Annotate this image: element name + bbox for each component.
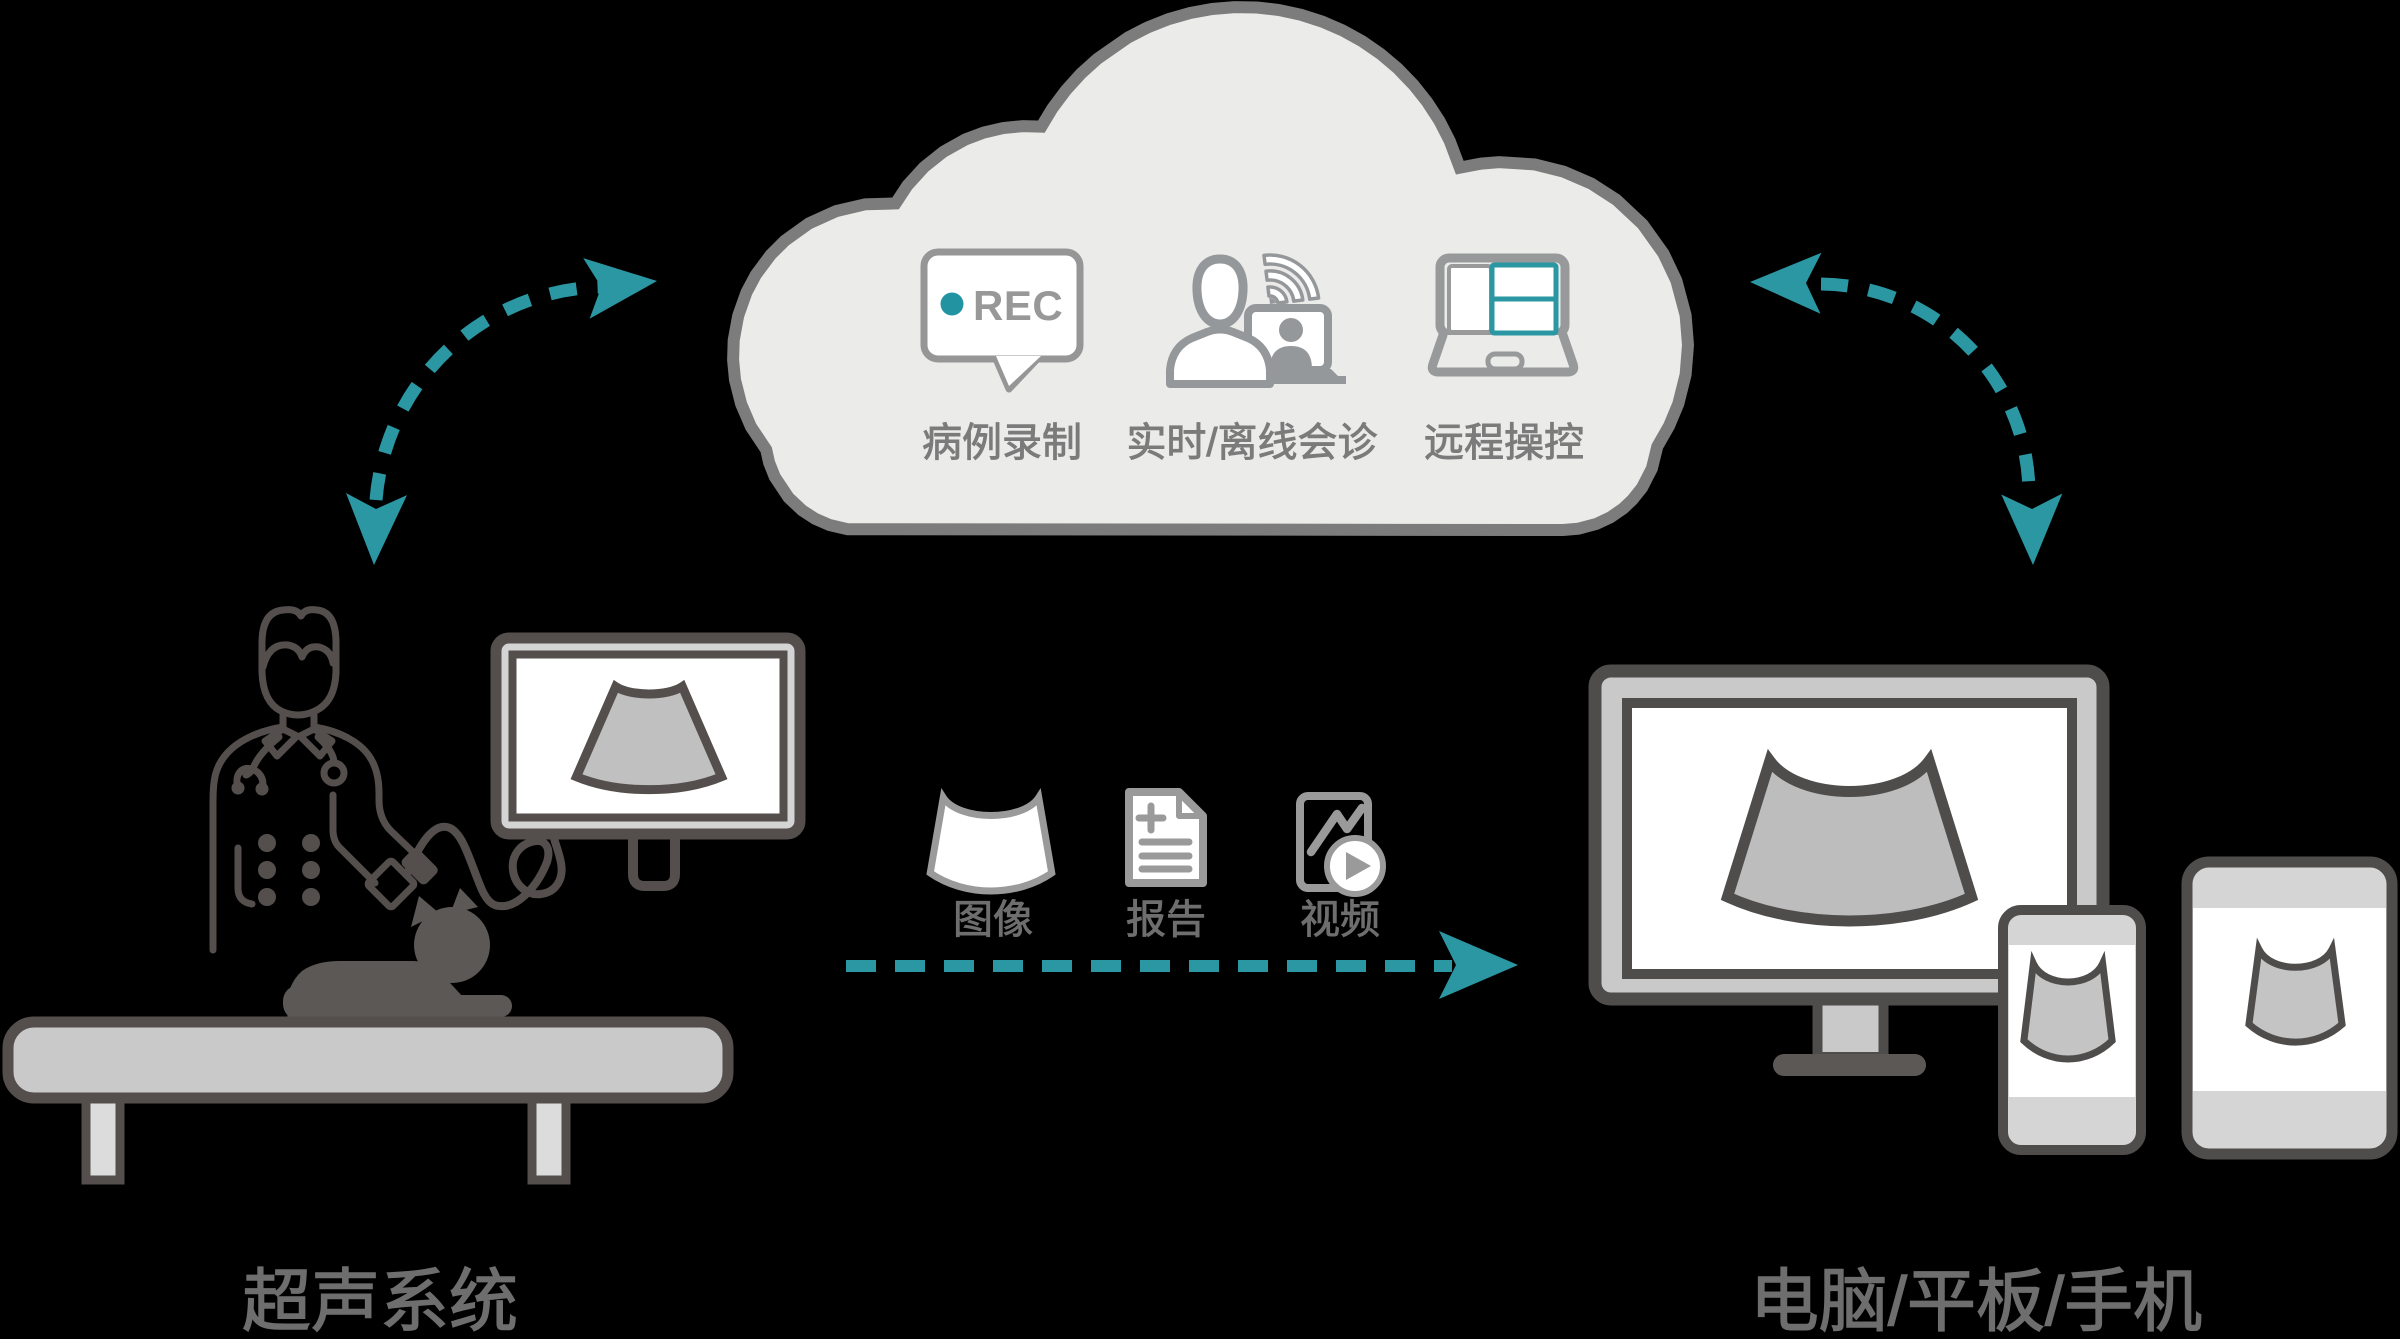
uplink-arrowhead-system xyxy=(346,493,407,565)
downlink-arrowhead-cloud xyxy=(1750,252,1822,314)
smartphone xyxy=(1998,905,2146,1155)
downlink-arrowhead-devices xyxy=(2001,493,2063,565)
transfer-label-image: 图像 xyxy=(953,898,1033,942)
exam-table xyxy=(2,1016,734,1185)
coat-button xyxy=(302,834,320,852)
doctor-stethoscope-bell xyxy=(320,759,348,787)
uplink-arc xyxy=(369,280,613,501)
doctor-coat-side xyxy=(329,791,345,853)
consult-remote-person-head xyxy=(1279,318,1303,342)
doctor-coat-left xyxy=(209,723,287,954)
devices-scene xyxy=(1588,664,2398,1160)
coat-button xyxy=(258,888,276,906)
consult-person-body xyxy=(1166,325,1274,388)
transfer-label-video: 视频 xyxy=(1300,898,1380,942)
remote-laptop-icon xyxy=(1427,253,1579,377)
coat-button xyxy=(258,861,276,879)
downlink-arrow xyxy=(1750,252,2063,565)
label-ultrasound-system: 超声系统 xyxy=(242,1263,518,1339)
table-leg-right xyxy=(527,1093,571,1185)
consult-remote-person-body xyxy=(1270,346,1312,369)
cloud-label-remote: 远程操控 xyxy=(1424,421,1584,465)
video-play-triangle xyxy=(1346,852,1371,880)
rec-bubble-icon: REC xyxy=(920,248,1084,393)
video-zigzag xyxy=(1306,803,1367,857)
transfer-label-report: 报告 xyxy=(1126,898,1206,942)
pc-monitor-stand-base xyxy=(1773,1054,1926,1076)
transfer-arrow xyxy=(846,931,1518,999)
rec-badge: REC xyxy=(973,282,1063,329)
ultrasound-system-scene xyxy=(2,606,806,1185)
video-icon xyxy=(1296,792,1386,897)
doctor-hairline xyxy=(259,641,337,671)
table-leg-left xyxy=(81,1093,125,1185)
doctor-stethoscope-ear1 xyxy=(231,781,245,795)
doctor-coat-right xyxy=(310,723,418,857)
probe-cuff xyxy=(364,857,418,911)
uplink-arrow xyxy=(346,258,657,565)
cat xyxy=(283,888,512,1020)
report-lines xyxy=(1138,838,1193,873)
consult-person-head xyxy=(1192,254,1248,329)
table-top xyxy=(2,1016,734,1104)
doctor-stethoscope-ear2 xyxy=(255,782,269,796)
pc-monitor xyxy=(1588,664,2110,1076)
cat-ear-left xyxy=(411,896,439,927)
cat-paw xyxy=(283,985,351,1020)
remote-screen-left-pane xyxy=(1447,264,1493,334)
doctor-face xyxy=(258,668,340,719)
doctor-coat-hem xyxy=(234,844,256,908)
consultation-icon xyxy=(1166,253,1346,388)
wifi-arc-small xyxy=(1266,285,1289,305)
uplink-arrowhead-cloud xyxy=(583,258,657,319)
system-monitor-stand xyxy=(628,836,680,891)
label-devices: 电脑/平板/手机 xyxy=(1750,1263,2202,1339)
cat-tail xyxy=(444,995,512,1017)
downlink-arc xyxy=(1820,277,2036,497)
doctor-buttons xyxy=(258,834,320,906)
wifi-arc-large xyxy=(1262,253,1321,301)
veterinarian xyxy=(209,606,566,954)
wifi-arc-medium xyxy=(1264,269,1305,303)
cat-paw-2 xyxy=(350,999,398,1020)
wifi-arc-center xyxy=(1269,297,1276,304)
cloud-label-consultation: 实时/离线会诊 xyxy=(1126,421,1377,465)
data-transfer: 图像 报告 视频 xyxy=(846,788,1518,999)
coat-button xyxy=(258,834,276,852)
probe-cable xyxy=(404,822,566,911)
doctor-stethoscope-u xyxy=(233,764,267,793)
rec-dot xyxy=(940,292,964,316)
tablet xyxy=(2181,856,2398,1160)
coat-button xyxy=(302,888,320,906)
remote-laptop-touchpad xyxy=(1485,351,1525,372)
report-icon xyxy=(1125,788,1207,887)
report-plus xyxy=(1135,802,1167,834)
rec-bubble-tail-cover xyxy=(996,356,1041,386)
system-monitor xyxy=(490,632,806,891)
cloud-platform: REC 病例录制 实时/离线会诊 远程操控 xyxy=(727,1,1695,537)
coat-button xyxy=(302,861,320,879)
doctor-stethoscope-tube xyxy=(242,733,283,779)
image-sector-icon xyxy=(930,797,1052,890)
cat-head xyxy=(414,907,490,983)
cloud-label-recording: 病例录制 xyxy=(922,421,1082,465)
doctor-collar-left xyxy=(261,725,301,760)
doctor-hair xyxy=(258,606,340,676)
report-fold xyxy=(1176,789,1206,819)
transfer-arrowhead xyxy=(1439,931,1518,999)
doctor-collar-right xyxy=(296,725,336,760)
